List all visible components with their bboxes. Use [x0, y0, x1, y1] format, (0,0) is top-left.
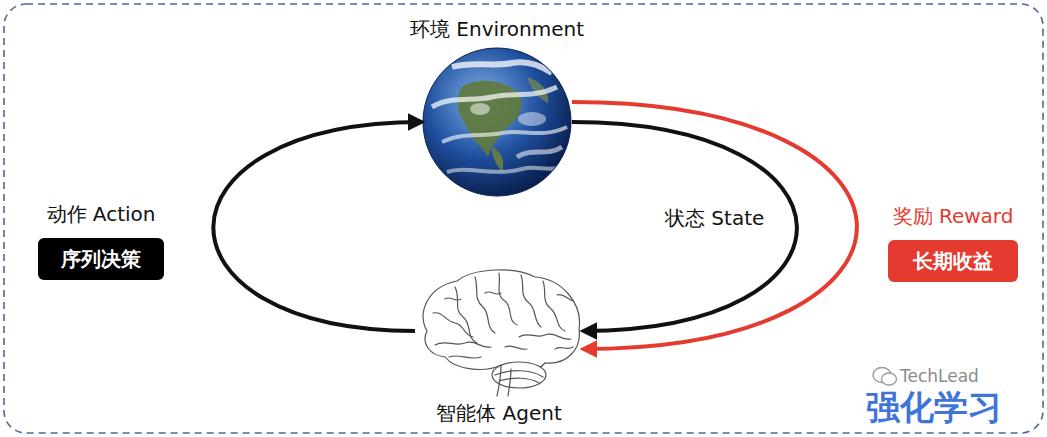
edge-label: 状态 State	[662, 206, 767, 230]
node-heading: 动作 Action	[47, 202, 156, 226]
node-heading: 环境 Environment	[410, 17, 584, 41]
watermark-title: 强化学习	[866, 388, 1002, 427]
cycle-arrow	[572, 102, 857, 349]
action-box: 动作 Action序列决策	[38, 238, 164, 280]
node-body: 序列决策	[61, 247, 141, 271]
wechat-icon	[872, 366, 898, 388]
earth-illustration	[422, 47, 572, 197]
cycle-arrow	[572, 122, 797, 331]
node-heading: 奖励 Reward	[893, 204, 1014, 228]
environment-node: 环境 Environment	[422, 47, 572, 197]
reward-box: 奖励 Reward长期收益	[888, 240, 1018, 282]
agent-node: 智能体 Agent	[415, 265, 583, 397]
cycle-arrow	[213, 122, 422, 331]
node-body: 长期收益	[913, 249, 993, 273]
dashed-frame	[4, 4, 1043, 433]
watermark-account: TechLead	[900, 366, 979, 386]
brain-illustration	[415, 265, 583, 397]
node-heading: 智能体 Agent	[436, 401, 562, 425]
